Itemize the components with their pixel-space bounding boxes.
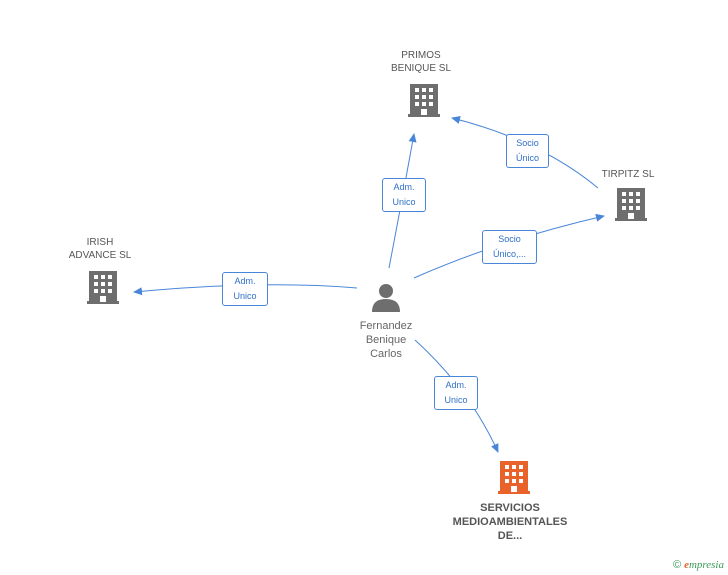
node-label-servicios[interactable]: SERVICIOS MEDIOAMBIENTALES DE... [452,502,568,542]
building-icon[interactable] [498,461,530,494]
edge-label-person-irish: Adm. Unico [222,272,268,306]
edge-label-person-primos: Adm. Unico [382,178,426,212]
person-icon[interactable] [372,284,400,312]
node-label-tirpitz[interactable]: TIRPITZ SL [601,169,655,180]
building-icon[interactable] [615,188,647,221]
brand-logo-mark: e [684,559,689,571]
edge-label-person-servicios: Adm. Unico [434,376,478,410]
node-label-primos[interactable]: PRIMOS BENIQUE SL [390,50,452,74]
building-icon[interactable] [408,84,440,117]
brand-footer: ©empresia [673,559,724,571]
building-icon[interactable] [87,271,119,304]
copyright-icon: © [672,559,682,571]
node-label-irish[interactable]: IRISH ADVANCE SL [68,237,132,261]
edge-label-person-tirpitz: Socio Único,... [482,230,537,264]
edge-label-tirpitz-primos: Socio Único [506,134,549,168]
node-label-person[interactable]: Fernandez Benique Carlos [359,320,413,360]
brand-logo-text: mpresia [688,559,724,571]
